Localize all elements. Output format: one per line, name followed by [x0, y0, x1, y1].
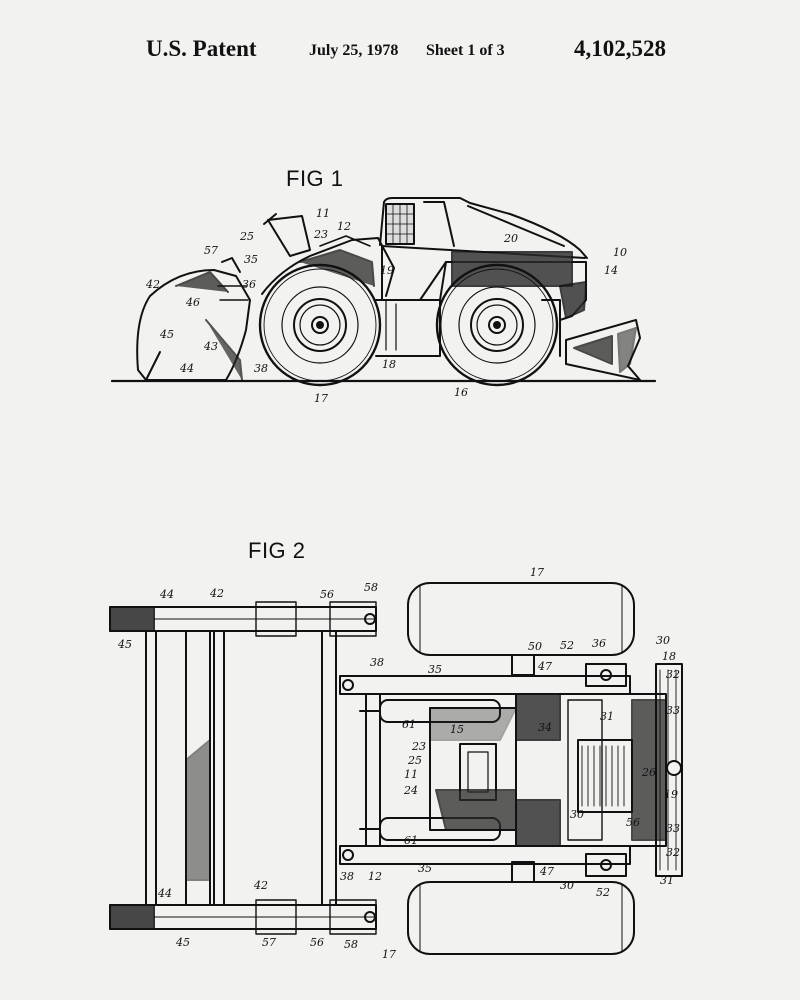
fig2-ref-45-top: 45 [117, 638, 132, 651]
patent-number: 4,102,528 [574, 36, 666, 61]
fig1-ref-20: 20 [503, 232, 518, 245]
patent-title: U.S. Patent [146, 36, 257, 61]
fig1-ref-14: 14 [604, 264, 618, 277]
fig2-ref-52-top: 52 [560, 639, 574, 652]
fig2-ref-23: 23 [411, 740, 426, 753]
sheet-indicator: Sheet 1 of 3 [426, 42, 505, 59]
fig2-ref-52-bottom: 52 [596, 886, 610, 899]
fig2-ref-45-bottom: 45 [175, 936, 190, 949]
fig2-ref-19: 19 [664, 788, 678, 801]
fig1-ref-36: 36 [242, 278, 256, 291]
fig2-ref-56-bottom: 56 [310, 936, 324, 949]
fig2-ref-17-top: 17 [530, 566, 544, 579]
fig1-ref-12: 12 [337, 220, 351, 233]
body-shading [451, 251, 573, 287]
fig2-ref-34: 34 [538, 721, 552, 734]
fig2-ref-47-top: 47 [537, 660, 552, 673]
fig2-top-view [109, 582, 683, 955]
fig2-ref-31-top: 31 [600, 710, 614, 723]
fig2-ref-38-top: 38 [370, 656, 384, 669]
fig1-ref-46: 46 [185, 296, 200, 309]
fig2-ref-42-bottom: 42 [253, 879, 268, 892]
fig1-side-view [110, 197, 657, 387]
front-wheel [258, 263, 382, 387]
fig1-ref-57: 57 [204, 244, 218, 257]
fig2-ref-32-top: 32 [666, 668, 680, 681]
fig2-label: FIG 2 [248, 538, 306, 563]
fig2-ref-47-bottom: 47 [539, 865, 554, 878]
fig2-ref-30-top: 30 [656, 634, 670, 647]
fig1-ref-19: 19 [380, 264, 394, 277]
fig1-reference-numerals: 11 12 25 23 57 35 10 20 14 42 19 36 46 4… [145, 207, 627, 405]
fig2-ref-30-mid: 30 [570, 808, 584, 821]
fig2-ref-56-top: 56 [320, 588, 334, 601]
fig1-ref-16: 16 [454, 386, 468, 399]
fig1-label: FIG 1 [286, 166, 344, 191]
rear-wheel [435, 263, 559, 387]
fig1-ref-35: 35 [244, 253, 258, 266]
fig2-ref-35-top: 35 [428, 663, 442, 676]
fig1-ref-38: 38 [254, 362, 268, 375]
fig1-ref-43: 43 [203, 340, 218, 353]
patent-date: July 25, 1978 [309, 42, 399, 59]
fig2-ref-12: 12 [368, 870, 382, 883]
fig2-ref-31-bottom: 31 [660, 874, 674, 887]
fig2-ref-26: 26 [641, 766, 656, 779]
fig2-ref-44-top: 44 [159, 588, 174, 601]
fig2-ref-61-bottom: 61 [404, 834, 418, 847]
fig2-ref-50: 50 [528, 640, 542, 653]
fig2-ref-61-top: 61 [402, 718, 416, 731]
fig2-ref-30-bottom: 30 [560, 879, 574, 892]
upper-lift-arm [339, 675, 631, 695]
rear-blade [655, 663, 683, 877]
fig1-ref-25: 25 [239, 230, 254, 243]
fig2-ref-57: 57 [262, 936, 276, 949]
fig2-ref-24: 24 [403, 784, 418, 797]
fig1-ref-42: 42 [145, 278, 160, 291]
fig2-ref-56-mid: 56 [626, 816, 640, 829]
fig2-ref-18: 18 [662, 650, 676, 663]
fig2-ref-15: 15 [450, 723, 464, 736]
fig1-ref-18: 18 [382, 358, 396, 371]
fig2-ref-38-bottom: 38 [340, 870, 354, 883]
fig1-ref-45: 45 [159, 328, 174, 341]
patent-header: U.S. Patent July 25, 1978 Sheet 1 of 3 4… [0, 0, 800, 90]
fig1-ref-11: 11 [316, 207, 330, 220]
fig2-ref-33-top: 33 [666, 704, 680, 717]
fig1-ref-17: 17 [314, 392, 328, 405]
fig1-ref-44: 44 [179, 362, 194, 375]
fig1-ref-10: 10 [613, 246, 627, 259]
fig2-ref-44-bottom: 44 [157, 887, 172, 900]
fig2-ref-32-bottom: 32 [666, 846, 680, 859]
fig2-ref-58-top: 58 [364, 581, 378, 594]
fig2-ref-36: 36 [592, 637, 606, 650]
lower-lift-arm [339, 845, 631, 865]
fig2-reference-numerals: 17 44 42 56 58 45 38 35 50 52 36 30 18 4… [117, 566, 680, 961]
fig1-ref-23: 23 [313, 228, 328, 241]
fig2-ref-42-top: 42 [209, 587, 224, 600]
fig2-ref-17-bottom: 17 [382, 948, 396, 961]
fig2-ref-58-bottom: 58 [344, 938, 358, 951]
fig2-ref-11: 11 [404, 768, 418, 781]
fig2-ref-25: 25 [407, 754, 422, 767]
fig2-ref-35-bottom: 35 [418, 862, 432, 875]
fig2-ref-33-bottom: 33 [666, 822, 680, 835]
